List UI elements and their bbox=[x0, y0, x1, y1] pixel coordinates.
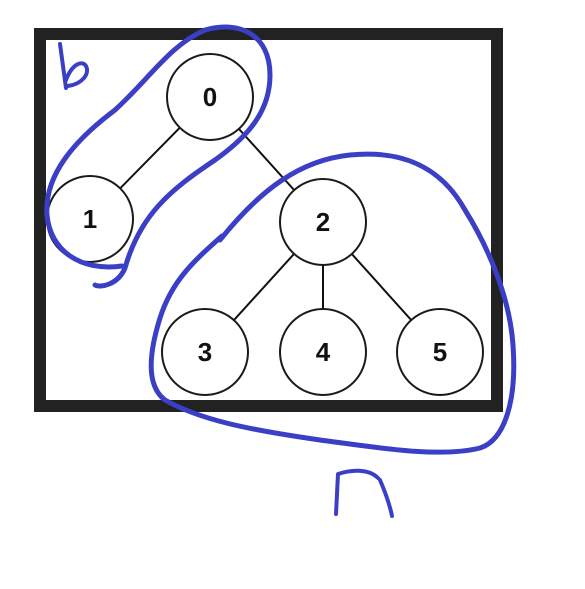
tree-node-0: 0 bbox=[166, 53, 254, 141]
group-b-letter bbox=[58, 42, 89, 90]
tree-node-3: 3 bbox=[161, 308, 249, 396]
group-b-loop bbox=[44, 24, 273, 289]
group-b-label: b bbox=[70, 79, 71, 80]
tree-node-5: 5 bbox=[396, 308, 484, 396]
tree-node-2: 2 bbox=[279, 178, 367, 266]
tree-node-4: 4 bbox=[279, 308, 367, 396]
handwritten-annotations bbox=[44, 24, 517, 518]
node-label-1: 1 bbox=[83, 204, 97, 234]
diagram-frame bbox=[34, 28, 503, 412]
node-label-5: 5 bbox=[433, 337, 447, 367]
group-a-letter bbox=[334, 468, 394, 518]
group-a-loop bbox=[148, 151, 517, 455]
node-label-3: 3 bbox=[198, 337, 212, 367]
node-label-2: 2 bbox=[316, 207, 330, 237]
tree-nodes: 0 1 2 3 4 5 bbox=[46, 53, 484, 396]
group-a-label: a bbox=[362, 499, 363, 500]
node-label-4: 4 bbox=[316, 337, 331, 367]
node-label-0: 0 bbox=[203, 82, 217, 112]
